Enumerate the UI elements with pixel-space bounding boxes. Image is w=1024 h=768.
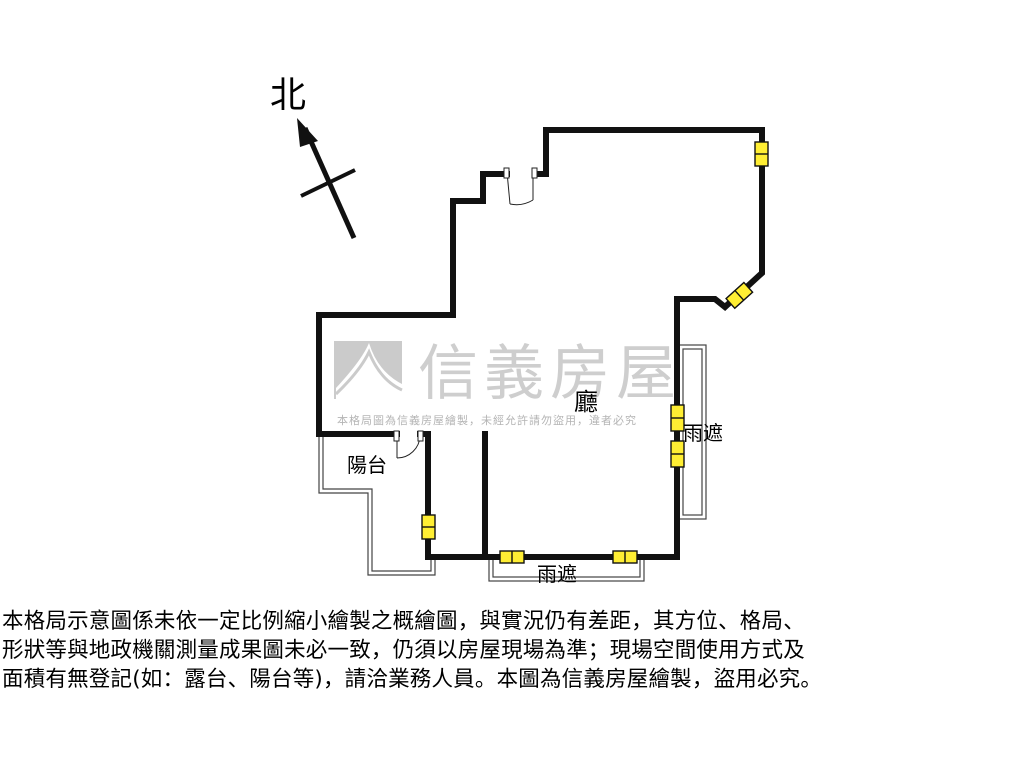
watermark-brand: 信義房屋 xyxy=(418,339,682,409)
window-south-left xyxy=(499,550,525,564)
door-balcony xyxy=(393,430,424,459)
compass-north-label: 北 xyxy=(270,75,306,116)
room-label-living: 廳 xyxy=(574,388,598,416)
disclaimer-text: 本格局示意圖係未依一定比例縮小繪製之概繪圖，與實況仍有差距，其方位、格局、 形狀… xyxy=(2,607,1022,694)
canopy-label-right: 雨遮 xyxy=(683,421,723,445)
disclaimer-line: 面積有無登記(如：露台、陽台等)，請洽業務人員。本圖為信義房屋繪製，盜用必究。 xyxy=(2,667,823,692)
brand-logo-icon xyxy=(334,341,403,399)
window-south-right xyxy=(612,550,638,564)
window-east-angled xyxy=(725,281,754,310)
door-entrance xyxy=(503,167,538,206)
floor-plan: 北 信義房屋 本格局圖為信義房屋繪製，未經允許請勿盜用，違者必究 xyxy=(270,75,769,586)
window-east-upper xyxy=(670,404,685,432)
watermark: 信義房屋 本格局圖為信義房屋繪製，未經允許請勿盜用，違者必究 xyxy=(334,339,682,427)
disclaimer-line: 形狀等與地政機關測量成果圖未必一致，仍須以房屋現場為準；現場空間使用方式及 xyxy=(2,638,805,663)
room-label-balcony: 陽台 xyxy=(347,453,387,477)
window-balcony xyxy=(421,514,436,540)
canopy-label-bottom: 雨遮 xyxy=(537,562,577,586)
window-east-lower xyxy=(670,440,685,468)
watermark-notice: 本格局圖為信義房屋繪製，未經允許請勿盜用，違者必究 xyxy=(337,413,637,427)
north-arrow xyxy=(297,118,357,240)
disclaimer-line: 本格局示意圖係未依一定比例縮小繪製之概繪圖，與實況仍有差距，其方位、格局、 xyxy=(2,609,805,634)
window-northeast xyxy=(754,141,769,167)
balcony-outline xyxy=(318,437,436,576)
